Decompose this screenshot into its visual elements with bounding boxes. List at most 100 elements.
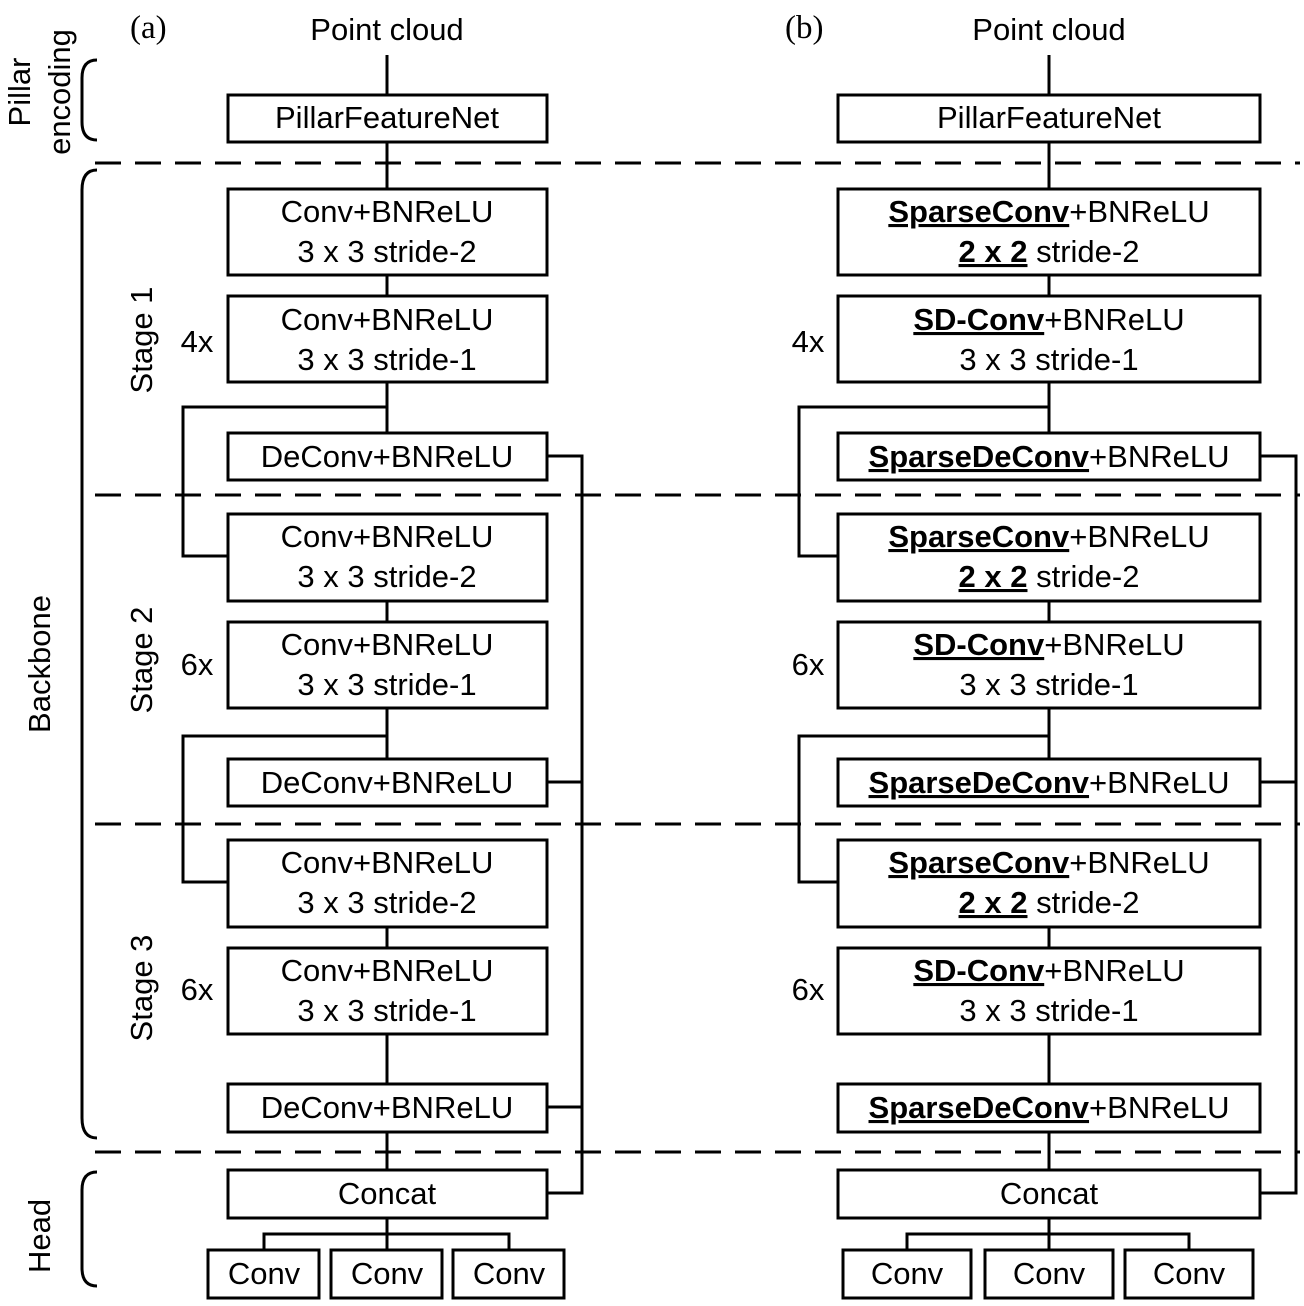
panel-a-pfn-box bbox=[226, 93, 549, 144]
panel-a-s3-down-line2: 3 x 3 stride-2 bbox=[297, 885, 476, 920]
panel-a-head-box-1 bbox=[206, 1248, 321, 1300]
panel-a-s3-repeat: 6x bbox=[181, 972, 214, 1007]
panel-b-merge-line bbox=[1260, 454, 1298, 1195]
panel-a-s1-down-line2: 3 x 3 stride-2 bbox=[297, 234, 476, 269]
panel-b-s2-sparseconv: SparseConv bbox=[888, 519, 1070, 554]
panel-b-s3-repeat: 6x bbox=[792, 972, 825, 1007]
panel-b-s3-down-box bbox=[836, 838, 1262, 929]
panel-b-head-label-1: Conv bbox=[871, 1256, 944, 1291]
panel-b-s1-sdconv: SD-Conv bbox=[913, 302, 1045, 337]
panel-b-concat-label: Concat bbox=[1000, 1176, 1099, 1211]
panel-a-input-label: Point cloud bbox=[310, 12, 463, 47]
brace-pillar-encoding bbox=[80, 58, 98, 142]
panel-b-s3-conv-line1: SD-Conv+BNReLU bbox=[913, 953, 1184, 988]
panel-b-pfn-label: PillarFeatureNet bbox=[937, 100, 1161, 135]
brace-backbone bbox=[80, 168, 98, 1140]
panel-b-s2-sdconv: SD-Conv bbox=[913, 627, 1045, 662]
panel-a-head-box-3 bbox=[451, 1248, 566, 1300]
panel-b-s1-conv-line1: SD-Conv+BNReLU bbox=[913, 302, 1184, 337]
panel-a-concat-box bbox=[226, 1168, 549, 1220]
panel-b-skip-2 bbox=[797, 734, 1049, 884]
panel-b-s2-conv-box bbox=[836, 620, 1262, 710]
panel-a-s2-conv-line1: Conv+BNReLU bbox=[281, 627, 494, 662]
label-head: Head bbox=[22, 1199, 57, 1273]
panel-b: (b) Point cloud PillarFeatureNet SparseC… bbox=[785, 10, 1298, 1300]
panel-b-skip-1 bbox=[797, 405, 1049, 558]
panel-b-s3-sdconv: SD-Conv bbox=[913, 953, 1045, 988]
panel-a: (a) Point cloud PillarFeatureNet Conv+BN… bbox=[130, 10, 584, 1300]
panel-b-s1-sparseconv: SparseConv bbox=[888, 194, 1070, 229]
panel-b-s1-conv-line2: 3 x 3 stride-1 bbox=[959, 342, 1138, 377]
panel-b-s1-sparsedeconv: SparseDeConv bbox=[869, 439, 1090, 474]
panel-b-s1-kernel: 2 x 2 bbox=[959, 234, 1028, 269]
panel-b-s3-deconv-label: SparseDeConv+BNReLU bbox=[869, 1090, 1230, 1125]
panel-b-s2-stride: stride-2 bbox=[1027, 559, 1139, 594]
panel-b-s1-conv-suffix: +BNReLU bbox=[1044, 302, 1184, 337]
panel-b-s1-stride: stride-2 bbox=[1027, 234, 1139, 269]
panel-b-s2-down-box bbox=[836, 512, 1262, 603]
panel-a-s3-deconv-box bbox=[226, 1082, 549, 1134]
panel-a-s1-conv-box bbox=[226, 294, 549, 384]
panel-b-head-box-2 bbox=[983, 1248, 1115, 1300]
panel-a-pfn-label: PillarFeatureNet bbox=[275, 100, 499, 135]
panel-b-head-label-3: Conv bbox=[1153, 1256, 1226, 1291]
panel-a-s2-deconv-label: DeConv+BNReLU bbox=[261, 765, 513, 800]
panel-b-s1-deconv-suffix: +BNReLU bbox=[1089, 439, 1229, 474]
panel-a-s1-down-line1: Conv+BNReLU bbox=[281, 194, 494, 229]
panel-a-s3-deconv-label: DeConv+BNReLU bbox=[261, 1090, 513, 1125]
label-backbone: Backbone bbox=[22, 595, 57, 733]
panel-a-s3-down-line1: Conv+BNReLU bbox=[281, 845, 494, 880]
panel-a-head-label-1: Conv bbox=[228, 1256, 301, 1291]
panel-a-s1-conv-line1: Conv+BNReLU bbox=[281, 302, 494, 337]
panel-a-merge-line bbox=[547, 454, 584, 1195]
panel-a-s1-down-box bbox=[226, 187, 549, 277]
panel-b-s1-down-line1: SparseConv+BNReLU bbox=[888, 194, 1209, 229]
panel-a-s2-deconv-box bbox=[226, 757, 549, 808]
panel-a-s2-conv-line2: 3 x 3 stride-1 bbox=[297, 667, 476, 702]
panel-b-s3-sparsedeconv: SparseDeConv bbox=[869, 1090, 1090, 1125]
panel-a-s2-down-line1: Conv+BNReLU bbox=[281, 519, 494, 554]
panel-b-s3-down-line2: 2 x 2 stride-2 bbox=[959, 885, 1140, 920]
panel-b-s1-repeat: 4x bbox=[792, 324, 825, 359]
panel-b-s1-down-box bbox=[836, 187, 1262, 277]
panel-b-concat-box bbox=[836, 1168, 1262, 1220]
panel-a-head-box-2 bbox=[329, 1248, 444, 1300]
panel-b-s3-sparseconv: SparseConv bbox=[888, 845, 1070, 880]
panel-a-s2-conv-box bbox=[226, 620, 549, 710]
panel-b-s2-conv-line2: 3 x 3 stride-1 bbox=[959, 667, 1138, 702]
panel-a-s1-repeat: 4x bbox=[181, 324, 214, 359]
panel-b-label: (b) bbox=[785, 10, 823, 46]
panel-b-s2-sparsedeconv: SparseDeConv bbox=[869, 765, 1090, 800]
panel-b-input-label: Point cloud bbox=[972, 12, 1125, 47]
label-stage2: Stage 2 bbox=[124, 607, 159, 714]
panel-b-s2-down-line1: SparseConv+BNReLU bbox=[888, 519, 1209, 554]
panel-a-s1-deconv-box bbox=[226, 431, 549, 482]
panel-a-s3-conv-line2: 3 x 3 stride-1 bbox=[297, 993, 476, 1028]
panel-b-s1-deconv-box bbox=[836, 431, 1262, 482]
label-pillar: Pillar bbox=[2, 58, 37, 127]
panel-b-s1-conv-box bbox=[836, 294, 1262, 384]
panel-a-s3-conv-box bbox=[226, 946, 549, 1036]
panel-a-s1-conv-line2: 3 x 3 stride-1 bbox=[297, 342, 476, 377]
panel-b-head-label-2: Conv bbox=[1013, 1256, 1086, 1291]
panel-a-s2-down-line2: 3 x 3 stride-2 bbox=[297, 559, 476, 594]
panel-b-s2-conv-line1: SD-Conv+BNReLU bbox=[913, 627, 1184, 662]
label-stage1: Stage 1 bbox=[124, 287, 159, 394]
panel-a-skip-2 bbox=[181, 734, 387, 884]
panel-b-s2-down-line2: 2 x 2 stride-2 bbox=[959, 559, 1140, 594]
label-stage3: Stage 3 bbox=[124, 935, 159, 1042]
panel-b-s1-deconv-label: SparseDeConv+BNReLU bbox=[869, 439, 1230, 474]
panel-b-s2-conv-suffix: +BNReLU bbox=[1044, 627, 1184, 662]
panel-a-s1-deconv-label: DeConv+BNReLU bbox=[261, 439, 513, 474]
panel-b-s2-deconv-label: SparseDeConv+BNReLU bbox=[869, 765, 1230, 800]
panel-a-s3-down-box bbox=[226, 838, 549, 929]
panel-b-s3-conv-line2: 3 x 3 stride-1 bbox=[959, 993, 1138, 1028]
panel-b-s1-down-line2: 2 x 2 stride-2 bbox=[959, 234, 1140, 269]
panel-a-head-label-3: Conv bbox=[473, 1256, 546, 1291]
panel-b-s2-deconv-box bbox=[836, 757, 1262, 808]
label-encoding: encoding bbox=[42, 29, 77, 155]
panel-b-s2-kernel: 2 x 2 bbox=[959, 559, 1028, 594]
panel-b-s3-stride: stride-2 bbox=[1027, 885, 1139, 920]
panel-a-s2-repeat: 6x bbox=[181, 647, 214, 682]
